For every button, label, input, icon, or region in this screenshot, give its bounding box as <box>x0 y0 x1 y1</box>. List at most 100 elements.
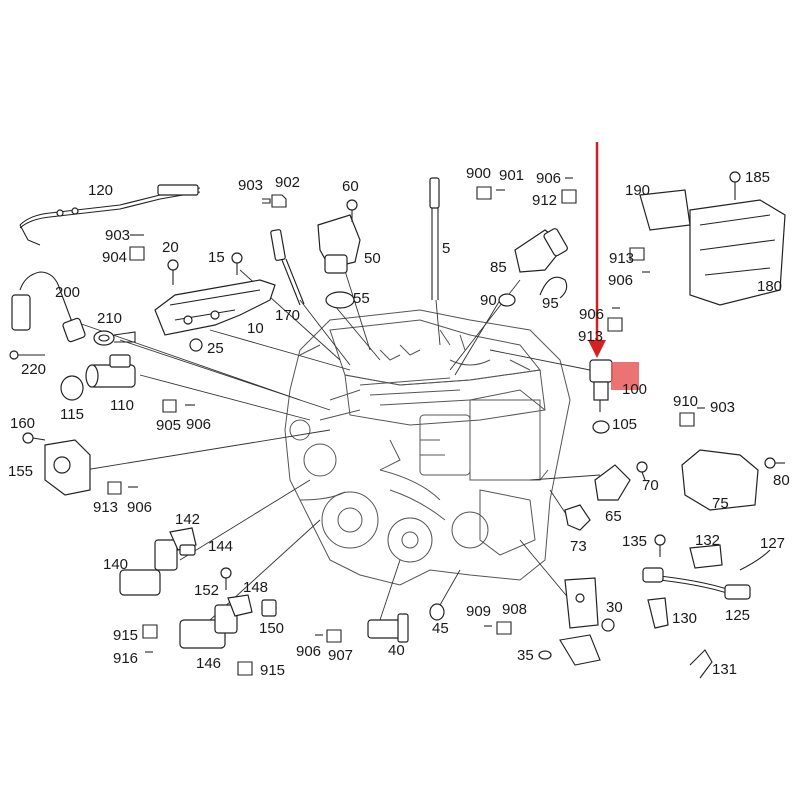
label-913-b: 913 <box>578 328 603 345</box>
label-913-c: 913 <box>93 499 118 516</box>
part-210-seal-ring <box>93 330 136 346</box>
engine-block <box>284 309 571 586</box>
label-135: 135 <box>622 533 647 550</box>
label-148: 148 <box>243 579 268 596</box>
label-916: 916 <box>113 650 138 667</box>
label-913-a: 913 <box>609 250 634 267</box>
label-909: 909 <box>466 603 491 620</box>
label-904: 904 <box>102 249 127 266</box>
label-903-a: 903 <box>238 177 263 194</box>
label-155: 155 <box>8 463 33 480</box>
label-35: 35 <box>517 647 534 664</box>
part-85-sensor <box>498 228 568 307</box>
label-200: 200 <box>55 284 80 301</box>
label-906-c: 906 <box>579 306 604 323</box>
part-5-glow-plug <box>429 177 440 300</box>
part-15-20-bolts <box>167 252 243 285</box>
label-142: 142 <box>175 511 200 528</box>
part-200-sensor-cable <box>9 271 86 360</box>
leader-lines <box>69 254 601 621</box>
label-55: 55 <box>353 290 370 307</box>
label-170: 170 <box>275 307 300 324</box>
part-125-sensor-cable <box>642 534 771 679</box>
label-190: 190 <box>625 182 650 199</box>
label-40: 40 <box>388 642 405 659</box>
label-220: 220 <box>21 361 46 378</box>
label-144: 144 <box>208 538 233 555</box>
red-arrow-indicator <box>588 142 606 358</box>
part-number-labels: 120 903 902 60 900 901 906 912 190 185 9… <box>8 165 790 679</box>
label-45: 45 <box>432 620 449 637</box>
label-65: 65 <box>605 508 622 525</box>
label-903-c: 903 <box>710 399 735 416</box>
label-130: 130 <box>672 610 697 627</box>
label-75: 75 <box>712 495 729 512</box>
label-900: 900 <box>466 165 491 182</box>
part-75-cover <box>681 449 785 511</box>
label-73: 73 <box>570 538 587 555</box>
label-115: 115 <box>60 406 84 423</box>
part-120-exhaust-temp-sensor <box>19 184 201 246</box>
part-30-sensor-bracket <box>538 577 615 666</box>
part-40-crank-sensor <box>367 603 445 643</box>
label-85: 85 <box>490 259 507 276</box>
label-901: 901 <box>499 167 524 184</box>
label-906-b: 906 <box>608 272 633 289</box>
label-20: 20 <box>162 239 179 256</box>
label-127: 127 <box>760 535 785 552</box>
part-146-valve <box>179 567 277 649</box>
label-906-e: 906 <box>127 499 152 516</box>
label-90: 90 <box>480 292 497 309</box>
label-906-d: 906 <box>186 416 211 433</box>
label-210: 210 <box>97 310 122 327</box>
part-65-camshaft-sensor <box>594 461 648 501</box>
label-70: 70 <box>642 477 659 494</box>
label-105: 105 <box>612 416 637 433</box>
part-155-sensor-bracket <box>22 432 91 496</box>
label-125: 125 <box>725 607 750 624</box>
label-905: 905 <box>156 417 181 434</box>
label-110: 110 <box>110 397 134 414</box>
label-131: 131 <box>712 661 737 678</box>
label-906-f: 906 <box>296 643 321 660</box>
label-10: 10 <box>247 320 264 337</box>
connector-symbols <box>107 177 705 676</box>
label-132: 132 <box>695 532 720 549</box>
label-912: 912 <box>532 192 557 209</box>
part-50-map-sensor <box>317 199 361 309</box>
part-10-engine-cover <box>154 279 276 352</box>
label-95: 95 <box>542 295 559 312</box>
label-140: 140 <box>103 556 128 573</box>
label-185: 185 <box>745 169 770 186</box>
label-908: 908 <box>502 601 527 618</box>
label-152: 152 <box>194 582 219 599</box>
part-110-solenoid-valve <box>60 354 136 401</box>
label-80: 80 <box>773 472 790 489</box>
label-100: 100 <box>622 381 647 398</box>
label-50: 50 <box>364 250 381 267</box>
label-120: 120 <box>88 182 113 199</box>
part-140-valve <box>119 527 197 596</box>
label-60: 60 <box>342 178 359 195</box>
label-906-a: 906 <box>536 170 561 187</box>
label-907: 907 <box>328 647 353 664</box>
label-910: 910 <box>673 393 698 410</box>
label-15: 15 <box>208 249 225 266</box>
highlight-marker <box>611 362 639 390</box>
label-146: 146 <box>196 655 221 672</box>
label-903-b: 903 <box>105 227 130 244</box>
label-915-a: 915 <box>113 627 138 644</box>
label-5: 5 <box>442 240 450 257</box>
part-170-injector <box>270 229 305 306</box>
label-160: 160 <box>10 415 35 432</box>
label-902: 902 <box>275 174 300 191</box>
label-180: 180 <box>757 278 782 295</box>
label-30: 30 <box>606 599 623 616</box>
part-180-bracket <box>639 171 786 306</box>
label-915-b: 915 <box>260 662 285 679</box>
label-25: 25 <box>207 340 224 357</box>
label-150: 150 <box>259 620 284 637</box>
part-100-pressure-sensor <box>589 359 613 434</box>
part-73-clip <box>564 504 591 531</box>
